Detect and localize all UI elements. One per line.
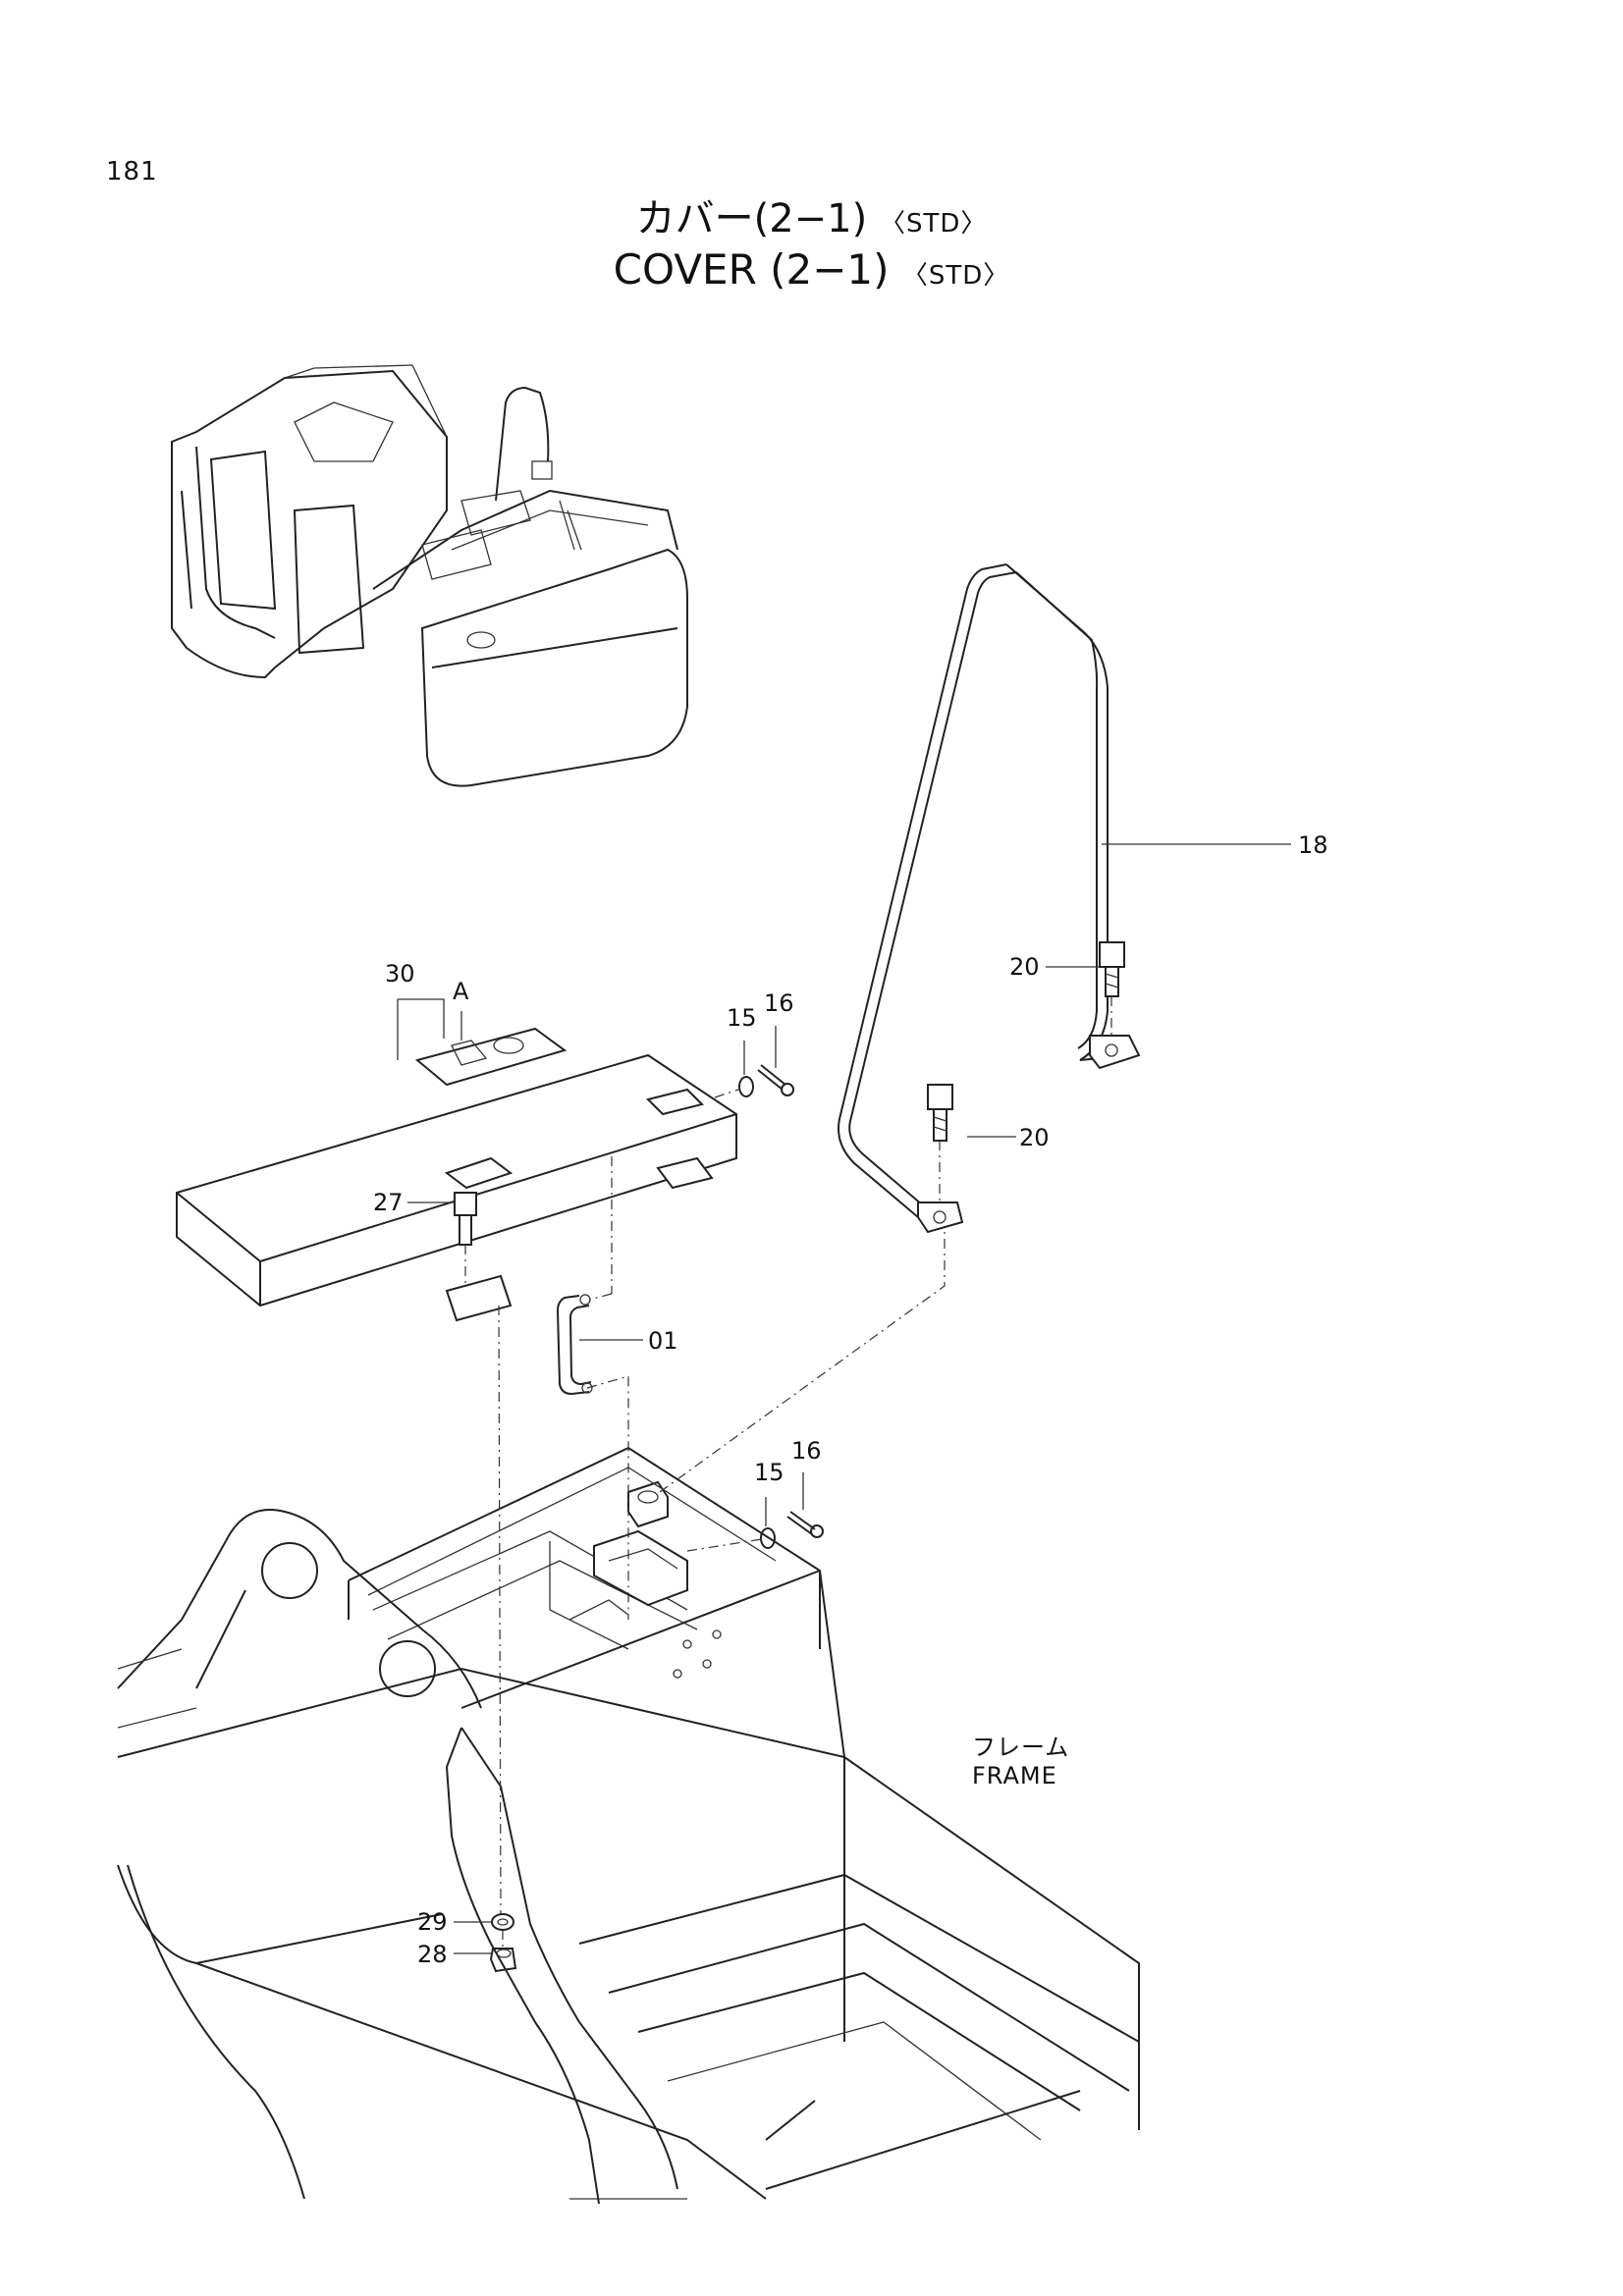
washer-pin-set-lower	[760, 1511, 824, 1549]
callout-27: 27	[373, 1189, 404, 1216]
assembly-guide-lines	[498, 1089, 946, 1949]
callout-A: A	[453, 978, 469, 1005]
callout-labels: 30 A 15 16 18 20 20 27 01 15 16 29 28	[373, 831, 1328, 1968]
page-title-jp: カバー(2−1) 〈STD〉	[0, 187, 1623, 243]
callout-15-upper: 15	[727, 1004, 757, 1032]
callout-18: 18	[1298, 831, 1328, 859]
page-title-en: COVER (2−1) 〈STD〉	[0, 245, 1623, 294]
callout-20-lower: 20	[1019, 1124, 1050, 1151]
excavator-overview-illustration	[171, 364, 688, 787]
handrail-part-18	[838, 563, 1141, 1234]
handle-part-01	[556, 1294, 593, 1396]
frame-label-en: FRAME	[972, 1762, 1057, 1789]
frame-structure	[117, 1446, 1140, 2205]
title-en-text: COVER (2−1)	[613, 245, 890, 294]
callout-29: 29	[417, 1908, 448, 1936]
callout-16-upper: 16	[764, 989, 794, 1017]
callout-15-lower: 15	[754, 1459, 784, 1486]
callout-01: 01	[648, 1327, 678, 1355]
leader-lines	[397, 843, 1291, 1954]
callout-28: 28	[417, 1941, 448, 1968]
title-jp-text: カバー(2−1)	[635, 196, 868, 241]
bolt-part-20-lower	[927, 1084, 953, 1205]
washer-pin-set-upper	[738, 1064, 794, 1097]
bolt-part-27	[454, 1192, 477, 1288]
frame-label-jp: フレーム	[972, 1734, 1070, 1761]
washer-part-29	[491, 1913, 514, 1931]
page-number: 181	[106, 157, 158, 187]
title-en-tag: 〈STD〉	[901, 261, 1010, 291]
cover-panel-part-30	[176, 1027, 737, 1322]
callout-16-lower: 16	[791, 1437, 822, 1465]
callout-20-upper: 20	[1009, 953, 1040, 981]
title-jp-tag: 〈STD〉	[879, 209, 988, 239]
bolt-part-20-upper	[1099, 941, 1125, 1039]
callout-30: 30	[385, 960, 415, 988]
